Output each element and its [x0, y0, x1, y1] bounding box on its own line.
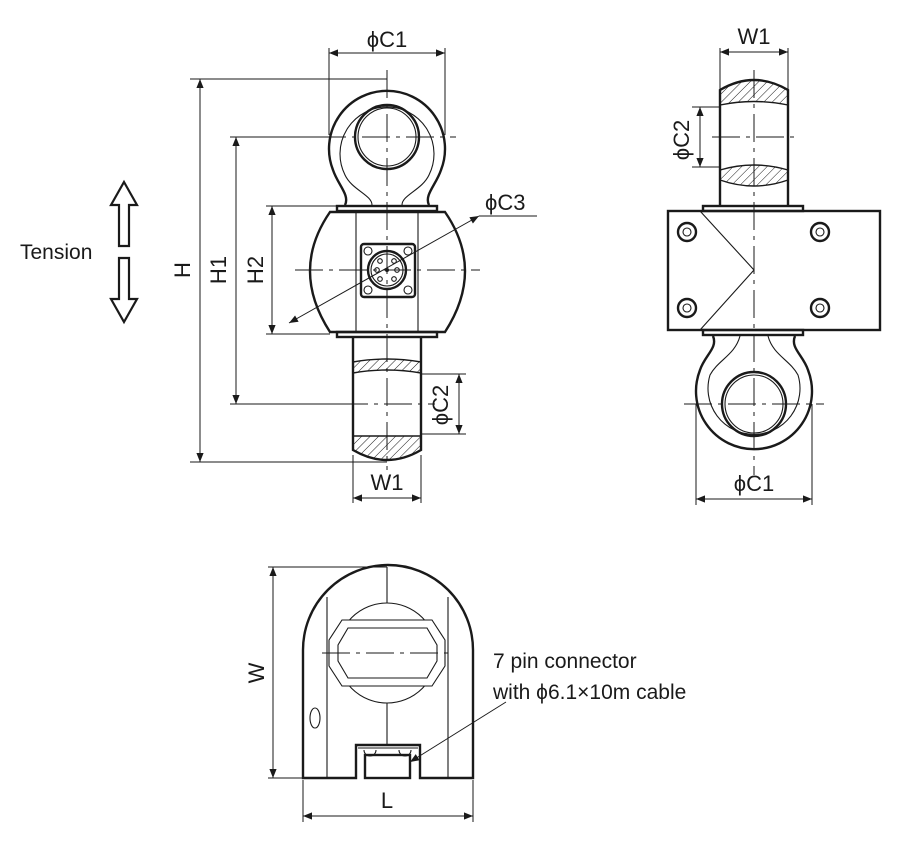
bottom-view: [301, 563, 475, 780]
front-dimensions: ϕC1 H H1 H2 ϕC3 ϕC2 W1: [170, 27, 537, 503]
bottom-l-label: L: [381, 788, 393, 813]
front-c3-label: ϕC3: [485, 190, 525, 215]
bottom-dimensions: W L: [244, 566, 507, 822]
front-c1-label: ϕC1: [367, 27, 407, 52]
side-dimensions: W1 ϕC2 ϕC1: [669, 24, 813, 505]
bottom-outline: [301, 563, 475, 780]
callout-line-2: with ϕ6.1×10m cable: [492, 681, 686, 704]
side-c1-label: ϕC1: [734, 471, 774, 496]
connector-icon: [358, 747, 418, 780]
front-w1-label: W1: [371, 470, 404, 495]
side-view: [666, 70, 882, 475]
side-c2-label: ϕC2: [669, 120, 694, 160]
callout-line-1: 7 pin connector: [493, 650, 637, 673]
tension-label: Tension: [20, 241, 92, 264]
side-w1-label: W1: [738, 24, 771, 49]
side-body: [666, 209, 882, 332]
front-c2-label: ϕC2: [428, 385, 453, 425]
front-h-label: H: [170, 262, 195, 278]
bottom-w-label: W: [244, 662, 269, 683]
screw-icon: [676, 221, 831, 319]
front-h2-label: H2: [243, 256, 268, 284]
front-h1-label: H1: [206, 256, 231, 284]
tension-arrow-icon: [109, 179, 139, 325]
